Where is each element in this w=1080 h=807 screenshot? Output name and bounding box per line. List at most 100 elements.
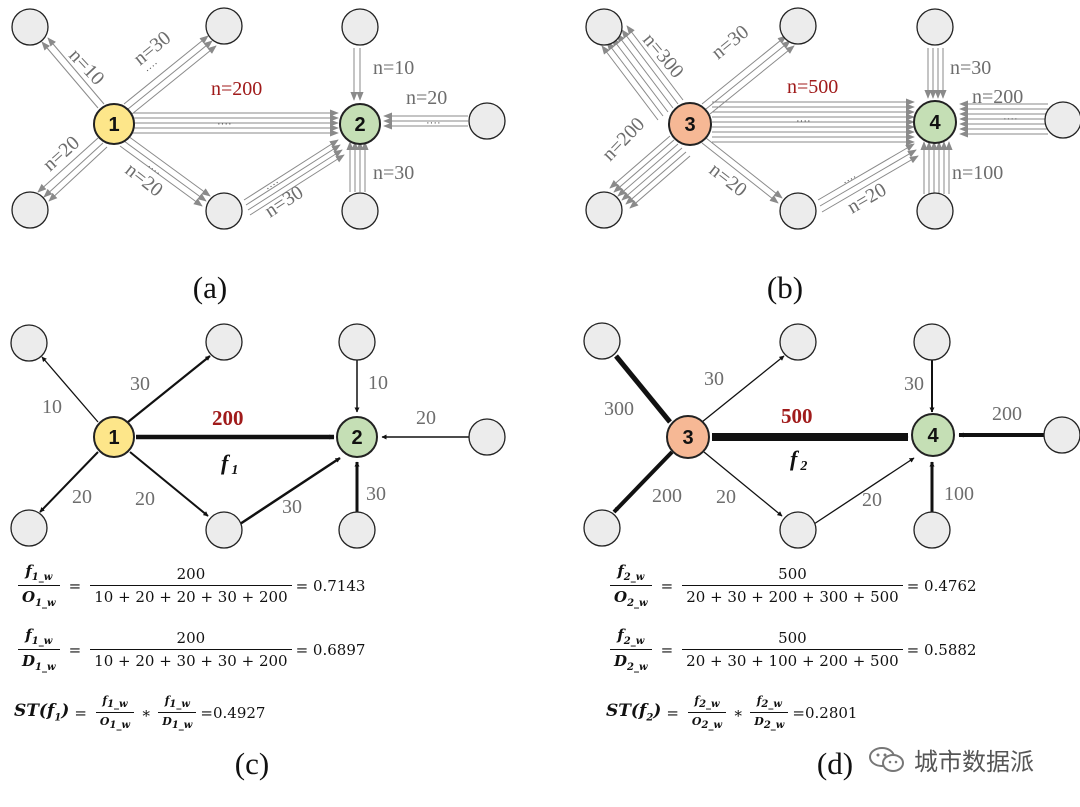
rhs-fraction: 200 10 + 20 + 30 + 30 + 200 [90, 629, 292, 670]
panel-c-nodes [10, 323, 506, 549]
edge-label: n=10 [64, 44, 108, 89]
node-gray [779, 323, 817, 361]
rhs-numerator: 200 [176, 565, 206, 583]
edge-label: n=100 [952, 162, 1003, 184]
node-gray [916, 8, 954, 46]
edge-label: n=30 [950, 57, 991, 79]
origin-node-label: 1 [108, 427, 119, 449]
origin-node [93, 416, 135, 458]
panel-b-multi-edges [601, 25, 1048, 213]
st-fraction-destination: f1_w D1_w [158, 694, 197, 731]
formula-result: = 0.6897 [295, 640, 366, 659]
edge-d-bottom-left [612, 450, 674, 514]
edge-a-bottom-mid [119, 135, 211, 207]
edge-label: 30 [366, 483, 386, 505]
node-gray [338, 323, 376, 361]
formula-result: = 0.7143 [295, 576, 366, 595]
multiply-sign: ∗ [141, 703, 152, 722]
node-gray [583, 509, 621, 547]
destination-node-label: 2 [351, 427, 362, 449]
st-denominator: O2_w [687, 712, 727, 731]
st-numerator: f2_w [756, 694, 782, 711]
edge-a-top-to-dest [350, 48, 364, 101]
rhs-numerator: 200 [176, 629, 206, 647]
edge-label: n=20 [121, 159, 167, 202]
node-gray [205, 323, 243, 361]
rhs-denominator: 20 + 30 + 200 + 300 + 500 [682, 585, 903, 606]
equals-sign: = [68, 576, 82, 595]
panel-caption: (c) [235, 746, 269, 781]
edge-b-bottom-mid [701, 137, 783, 204]
formula-destination-ratio: f2_w D2_w = 500 20 + 30 + 100 + 200 + 50… [606, 626, 976, 673]
edge-a-top-mid [123, 35, 217, 115]
formula-destination-ratio: f1_w D1_w = 200 10 + 20 + 30 + 30 + 200 … [14, 626, 365, 673]
edge-label: 20 [416, 407, 436, 429]
node-gray [779, 192, 817, 230]
main-flow-label: 200 [212, 406, 244, 430]
edge-label: n=200 [598, 113, 649, 165]
panel-a: ···· ···· ···· ···· ···· 1 2 n=10 n=30 n… [11, 7, 506, 305]
panel-a-multi-edges [37, 35, 468, 216]
st-denominator: D2_w [750, 712, 789, 731]
edge-label: 10 [42, 396, 62, 418]
node-gray [468, 102, 506, 140]
edge-label: n=20 [39, 132, 84, 176]
st-fraction-origin: f1_w O1_w [95, 694, 135, 731]
dots: ···· [1003, 113, 1018, 125]
edge-b-bottom-left [609, 135, 691, 209]
node-gray [338, 511, 376, 549]
panel-caption: (a) [193, 270, 227, 305]
node-gray [779, 7, 817, 45]
edge-label: n=30 [373, 162, 414, 184]
edge-c-bottom-mid [129, 451, 209, 517]
edge-label: 20 [135, 488, 155, 510]
edge-d-top-mid [701, 355, 785, 423]
destination-node [336, 416, 378, 458]
formulas-d: f2_w O2_w = 500 20 + 30 + 200 + 300 + 50… [606, 560, 1046, 740]
rhs-denominator: 10 + 20 + 30 + 30 + 200 [90, 649, 292, 670]
edge-c-top-mid [127, 355, 211, 423]
st-denominator: O1_w [95, 712, 135, 731]
lhs-fraction: f1_w D1_w [18, 626, 60, 673]
formula-result: = 0.5882 [906, 640, 977, 659]
node-gray [341, 192, 379, 230]
edge-d-bottom-mid [703, 451, 783, 517]
edge-d-mid-to-dest [813, 457, 915, 525]
node-gray [205, 7, 243, 45]
origin-node [93, 103, 135, 145]
node-gray [341, 8, 379, 46]
node-gray [11, 8, 49, 46]
origin-node-label: 3 [682, 427, 693, 449]
rhs-denominator: 20 + 30 + 100 + 200 + 500 [682, 649, 903, 670]
edge-a-right-to-dest [383, 112, 468, 130]
edge-d-top-left [614, 354, 672, 424]
lhs-fraction: f2_w D2_w [610, 626, 652, 673]
origin-node [666, 415, 710, 459]
edge-c-bottom-left [39, 451, 99, 513]
node-gray [585, 8, 623, 46]
panel-a-nodes [11, 7, 506, 230]
equals-sign: = [74, 703, 87, 722]
node-gray [468, 418, 506, 456]
node-gray [10, 509, 48, 547]
formula-result: =0.2801 [792, 703, 858, 722]
main-flow-label: 500 [781, 404, 813, 428]
edge-label: n=200 [972, 86, 1023, 108]
rhs-numerator: 500 [778, 565, 807, 583]
edge-a-bottom-to-dest [346, 141, 369, 192]
node-gray [583, 322, 621, 360]
origin-node-label: 3 [684, 114, 695, 136]
node-gray [11, 191, 49, 229]
edge-label: n=30 [707, 21, 753, 64]
st-fraction-origin: f2_w O2_w [687, 694, 727, 731]
edge-c-top-left [41, 356, 99, 423]
dots: ···· [796, 115, 811, 127]
dots: ···· [426, 117, 441, 129]
wechat-icon [868, 745, 906, 775]
panel-b: ···· ···· ···· 3 4 n=300 n=30 n=200 n=20… [585, 7, 1080, 305]
formula-result: =0.4927 [200, 703, 266, 722]
edge-b-top-to-dest [924, 48, 947, 99]
